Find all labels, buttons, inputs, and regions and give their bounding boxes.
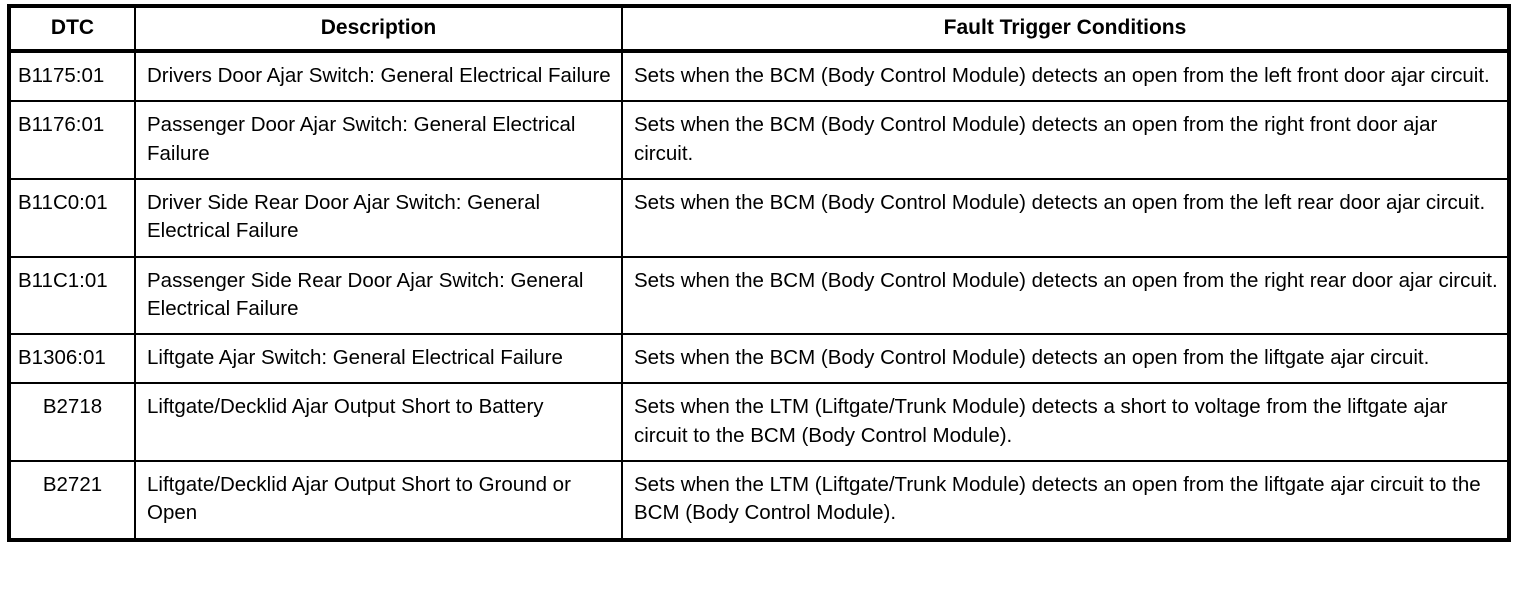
column-header-dtc: DTC [9,6,136,54]
table-header: DTC Description Fault Trigger Conditions [9,6,1509,54]
cell-fault-trigger-condition: Sets when the BCM (Body Control Module) … [622,255,1509,335]
cell-fault-trigger-condition: Sets when the BCM (Body Control Module) … [622,177,1509,257]
column-header-description: Description [135,6,623,54]
cell-fault-trigger-condition: Sets when the LTM (Liftgate/Trunk Module… [622,382,1509,461]
column-header-fault-trigger-conditions: Fault Trigger Conditions [622,6,1509,54]
cell-description: Passenger Door Ajar Switch: General Elec… [135,100,623,179]
cell-description: Liftgate/Decklid Ajar Output Short to Gr… [135,459,623,540]
cell-dtc-code: B1175:01 [9,51,136,102]
cell-fault-trigger-condition: Sets when the BCM (Body Control Module) … [622,333,1509,384]
cell-description: Driver Side Rear Door Ajar Switch: Gener… [135,177,623,257]
cell-description: Liftgate Ajar Switch: General Electrical… [135,333,623,384]
cell-fault-trigger-condition: Sets when the BCM (Body Control Module) … [634,64,1490,88]
dtc-fault-table: DTC Description Fault Trigger Conditions… [7,4,1511,542]
cell-description: Drivers Door Ajar Switch: General Electr… [135,51,623,102]
cell-fault-trigger-condition: Sets when the LTM (Liftgate/Trunk Module… [622,459,1509,540]
cell-dtc-code: B11C0:01 [9,177,136,257]
cell-dtc-code: B11C1:01 [9,255,136,335]
cell-fault-trigger-condition: Sets when the BCM (Body Control Module) … [622,100,1509,179]
cell-dtc-code: B1176:01 [9,100,136,179]
cell-description: Passenger Side Rear Door Ajar Switch: Ge… [135,255,623,335]
cell-description: Liftgate/Decklid Ajar Output Short to Ba… [135,382,623,461]
cell-dtc-code: B2721 [9,459,136,540]
cell-dtc-code: B1306:01 [9,333,136,384]
table-header-row: DTC Description Fault Trigger Conditions [9,6,1509,54]
cell-dtc-code: B2718 [9,382,136,461]
